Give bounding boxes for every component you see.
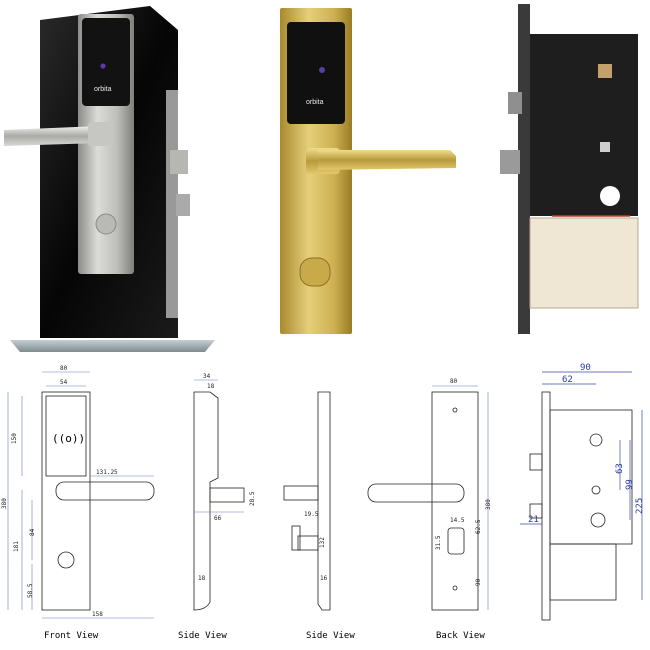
front-dim-54: 54 xyxy=(60,379,68,386)
mortise-bolt-outline xyxy=(529,503,543,519)
back-screw-bottom xyxy=(452,585,458,591)
front-outline xyxy=(41,391,91,611)
mortise-forend-plate xyxy=(518,4,530,334)
dead-bolt xyxy=(176,194,190,216)
side-view-2-drawing: 19.5 132 16 Side View xyxy=(283,391,355,641)
back-dim-90: 90 xyxy=(475,578,482,586)
side1-outline xyxy=(193,391,219,611)
back-view-drawing: 80 380 62.5 14.5 31.5 90 Back View xyxy=(367,378,492,641)
mortise-motor-housing xyxy=(529,217,639,309)
mortise-square-hole xyxy=(598,64,612,78)
mortise-small-hole xyxy=(600,142,610,152)
back-dim-80: 80 xyxy=(450,378,458,385)
front-dim-80: 80 xyxy=(60,365,68,372)
front-view-label: Front View xyxy=(44,631,99,641)
back-dim-31-5: 31.5 xyxy=(435,535,442,550)
side2-cylinder-cap xyxy=(291,525,301,551)
silver-lock-photo: orbita xyxy=(4,6,215,352)
silver-lever-handle xyxy=(4,126,112,146)
key-cylinder-cover xyxy=(95,213,117,235)
front-dim-181: 181 xyxy=(13,541,20,552)
mortise-hole-top xyxy=(589,433,603,447)
mortise-dim-21: 21 xyxy=(528,515,539,525)
back-view-label: Back View xyxy=(436,631,485,641)
front-dim-380: 380 xyxy=(1,498,8,509)
back-dim-62-5: 62.5 xyxy=(475,519,482,534)
mortise-bolt xyxy=(508,92,522,114)
front-handle-outline xyxy=(55,481,155,501)
gold-lock-photo: orbita xyxy=(280,8,456,334)
mortise-dim-99: 99 xyxy=(625,479,635,490)
side2-cylinder xyxy=(297,535,319,551)
side1-handle xyxy=(209,487,245,503)
mortise-motor-outline xyxy=(549,543,617,601)
back-dim-380: 380 xyxy=(485,499,492,510)
side2-dim-16: 16 xyxy=(320,575,328,582)
side-view-1-drawing: 34 18 28.5 66 18 Side View xyxy=(178,373,256,641)
front-dim-84: 84 xyxy=(29,528,36,536)
handle-rose xyxy=(88,122,114,146)
front-dim-158: 158 xyxy=(92,611,103,618)
side1-dim-18: 18 xyxy=(207,383,215,390)
side2-dim-19-5: 19.5 xyxy=(304,511,319,518)
front-dim-58-5: 58.5 xyxy=(27,583,34,598)
brand-logo: orbita xyxy=(94,86,112,93)
side2-view-label: Side View xyxy=(306,631,355,641)
side2-outline xyxy=(317,391,331,611)
front-cylinder-outline xyxy=(57,551,75,569)
side1-dim-66: 66 xyxy=(214,515,222,522)
side2-handle xyxy=(283,485,319,501)
back-thumbturn-outline xyxy=(447,527,465,555)
gold-key-cylinder-cover xyxy=(299,257,331,287)
mortise-dim-63: 63 xyxy=(615,463,625,474)
lock-side-edge xyxy=(166,90,178,318)
mortise-dim-62: 62 xyxy=(562,375,573,385)
gold-reader-led-icon xyxy=(319,67,325,73)
mortise-cylinder-hole xyxy=(600,186,620,206)
card-reader-panel xyxy=(82,18,130,106)
mortise-latch-outline xyxy=(529,453,543,471)
side1-view-label: Side View xyxy=(178,631,227,641)
reader-led-icon xyxy=(100,63,106,69)
back-screw-top xyxy=(452,407,458,413)
gold-lever-handle xyxy=(318,150,456,170)
mortise-drawing: 90 62 63 99 225 21 xyxy=(520,363,645,621)
mortise-forend-outline xyxy=(541,391,551,621)
front-view-drawing: ((o)) 80 54 150 380 181 84 58.5 131.25 1… xyxy=(1,365,155,641)
latch-bolt xyxy=(170,150,188,174)
front-dim-150: 150 xyxy=(11,433,18,444)
mortise-dim-90: 90 xyxy=(580,363,591,373)
front-dim-handle: 131.25 xyxy=(96,469,118,476)
back-handle-outline xyxy=(367,483,465,503)
front-reader-outline xyxy=(45,395,87,477)
mortise-latch xyxy=(500,150,520,174)
mortise-lock-photo xyxy=(500,4,639,334)
front-rfid-symbol: ((o)) xyxy=(52,432,85,445)
back-dim-14-5: 14.5 xyxy=(450,517,465,524)
side2-dim-132: 132 xyxy=(319,537,326,548)
side1-dim-28-5: 28.5 xyxy=(249,491,256,506)
mortise-case xyxy=(530,34,638,216)
back-outline xyxy=(431,391,479,611)
gold-card-reader-panel xyxy=(287,22,345,124)
gold-brand-logo: orbita xyxy=(306,99,324,106)
glass-stand xyxy=(10,340,215,352)
mortise-hole-mid xyxy=(591,485,601,495)
side1-dim-18b: 18 xyxy=(198,575,206,582)
side1-dim-34: 34 xyxy=(203,373,211,380)
mortise-hole-cyl xyxy=(590,512,606,528)
mortise-dim-225: 225 xyxy=(635,498,645,514)
